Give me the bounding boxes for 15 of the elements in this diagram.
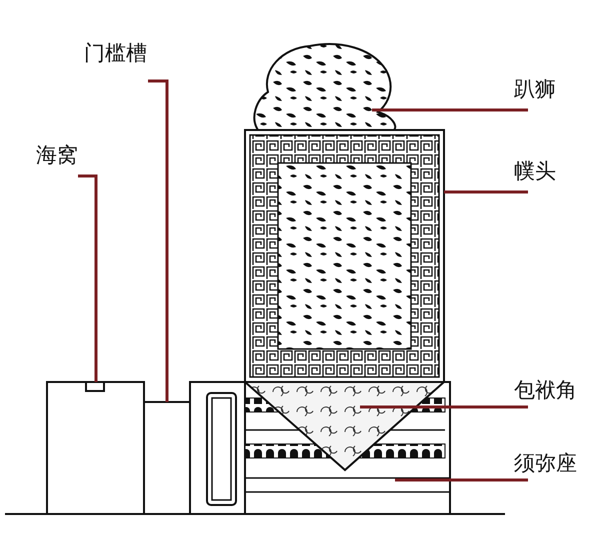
leader-line <box>395 478 528 482</box>
leader-line <box>148 80 168 402</box>
part-label: 门槛槽 <box>84 40 147 66</box>
part-label: 须弥座 <box>514 450 577 476</box>
slot-notch <box>85 381 105 392</box>
lion-drawing <box>253 43 396 131</box>
part-label: 海窝 <box>36 142 78 168</box>
leader-line <box>444 190 528 194</box>
leader-line <box>372 108 528 112</box>
part-label: 包袱角 <box>514 377 577 403</box>
leader-line <box>360 406 528 408</box>
part-label: 幞头 <box>514 158 556 184</box>
part-label: 趴狮 <box>514 76 556 102</box>
leader-line <box>78 174 98 382</box>
frame-panel <box>244 129 445 383</box>
